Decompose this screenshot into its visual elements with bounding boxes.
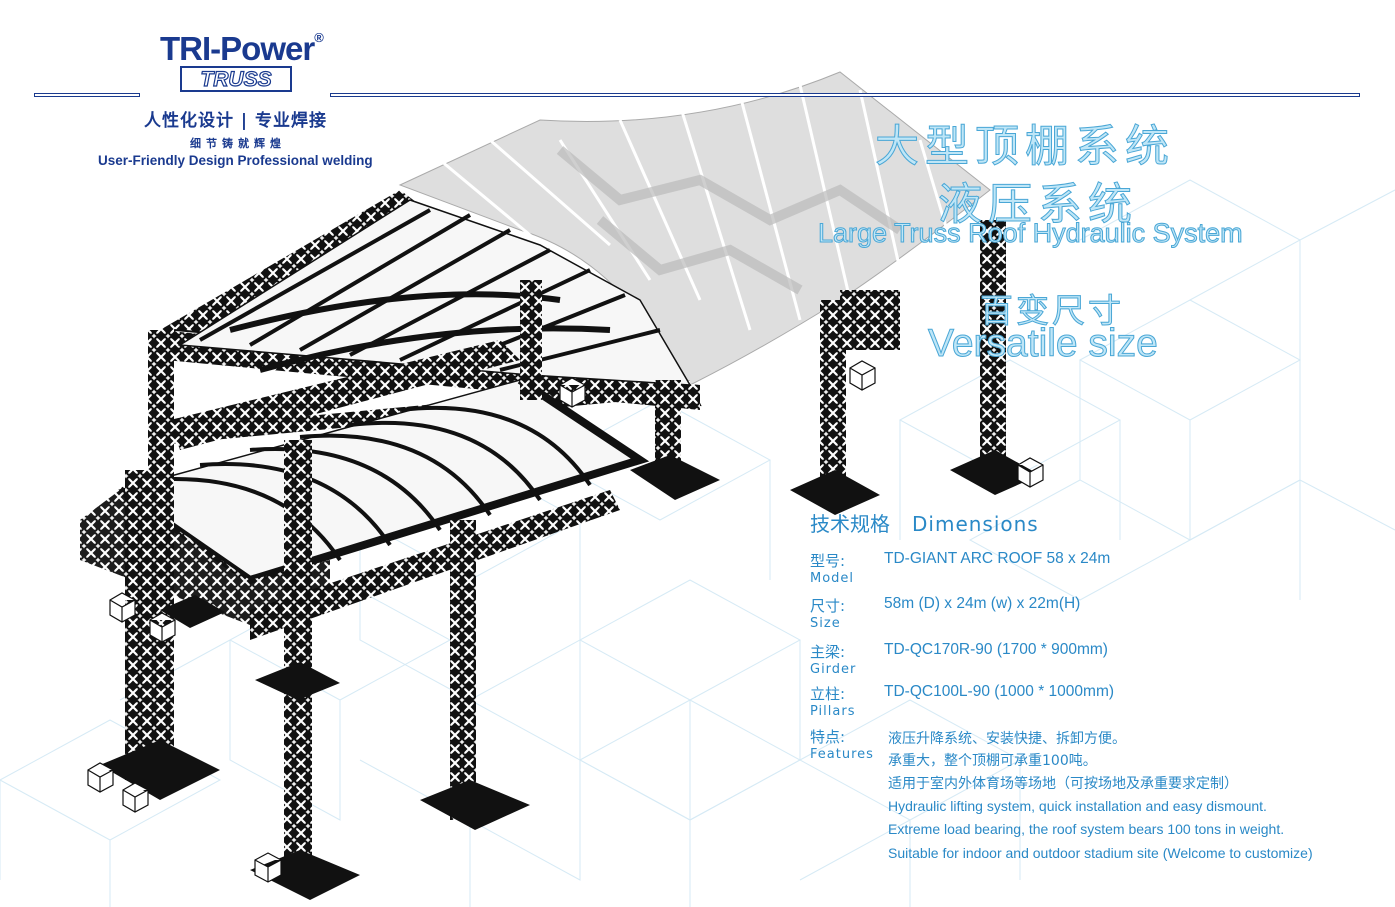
truss-wordmark-text: TRUSS: [200, 68, 271, 91]
spec-label-cn: 立柱:: [810, 685, 846, 703]
title-english-main: Large Truss Roof Hydraulic System: [818, 218, 1244, 249]
spec-label-cn: 尺寸:: [810, 597, 846, 615]
feature-cn-1: 液压升降系统、安装快捷、拆卸方便。: [888, 731, 1126, 747]
title-english-versatile: Versatile size: [928, 322, 1159, 366]
slogan-chinese: 人性化设计 | 专业焊接: [144, 111, 328, 131]
title-chinese-hydraulic: 液压系统: [938, 179, 1138, 231]
spec-label-cn: 主梁:: [810, 643, 846, 661]
spec-label-en: Features: [810, 747, 874, 762]
base-cubes: [87, 360, 1044, 883]
feature-cn-2: 承重大，整个顶棚可承重100吨。: [888, 753, 1097, 769]
spec-label-cn: 型号:: [810, 552, 846, 570]
brand-logo: TRI-Power®: [160, 30, 324, 68]
spec-value: 58m (D) x 24m (w) x 22m(H): [884, 595, 1081, 612]
spec-value: TD-QC100L-90 (1000 * 1000mm): [884, 683, 1115, 700]
spec-label-cn: 特点:: [810, 728, 846, 746]
header-rule-right: [330, 93, 1360, 97]
spec-label-en: Model: [810, 571, 855, 586]
truss-wordmark-logo: TRUSS: [180, 66, 292, 92]
feature-cn-3: 适用于室内外体育场等场地（可按场地及承重要求定制）: [888, 776, 1238, 792]
spec-row-size: 尺寸: Size 58m (D) x 24m (w) x 22m(H): [810, 595, 1370, 631]
grey-roof-canopy: [398, 71, 991, 386]
feature-en-1: Hydraulic lifting system, quick installa…: [888, 798, 1267, 814]
slogan-chinese-sub: 细节铸就辉煌: [190, 137, 286, 150]
spec-heading-en: Dimensions: [912, 512, 1039, 536]
spec-label-en: Pillars: [810, 704, 856, 719]
spec-label-en: Size: [810, 616, 841, 631]
registered-mark: ®: [314, 30, 324, 45]
feature-en-2: Extreme load bearing, the roof system be…: [888, 821, 1285, 837]
spec-row-girder: 主梁: Girder TD-QC170R-90 (1700 * 900mm): [810, 641, 1370, 677]
spec-value: TD-QC170R-90 (1700 * 900mm): [884, 641, 1108, 658]
truss-pillars: [125, 220, 1006, 880]
pillar-bases: [100, 450, 1040, 900]
slogan-english: User-Friendly Design Professional weldin…: [98, 153, 373, 168]
title-chinese-main: 大型顶棚系统: [875, 121, 1175, 173]
brand-name: TRI-Power: [160, 30, 315, 67]
spec-row-features: 特点: Features: [810, 726, 1370, 762]
spec-row-pillars: 立柱: Pillars TD-QC100L-90 (1000 * 1000mm): [810, 683, 1370, 719]
title-chinese-versatile: 百变尺寸: [980, 291, 1124, 331]
spec-heading: 技术规格 Dimensions: [810, 508, 1039, 537]
black-truss-frame: [80, 190, 702, 640]
spec-label-en: Girder: [810, 662, 857, 677]
feature-en-3: Suitable for indoor and outdoor stadium …: [888, 845, 1313, 861]
spec-value: TD-GIANT ARC ROOF 58 x 24m: [884, 550, 1111, 567]
header-rule-left: [34, 93, 140, 97]
spec-row-model: 型号: Model TD-GIANT ARC ROOF 58 x 24m: [810, 550, 1370, 586]
spec-heading-cn: 技术规格: [810, 512, 890, 536]
